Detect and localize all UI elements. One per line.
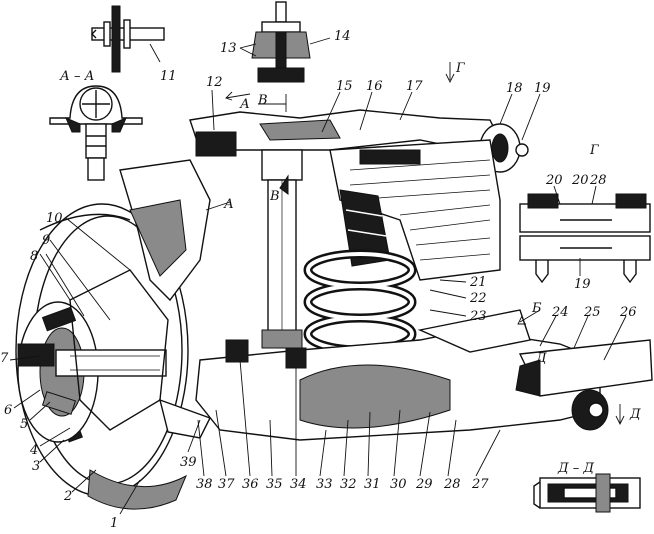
- inset-bolt-11: [91, 5, 165, 73]
- strut-rod: [515, 339, 653, 431]
- label-section-g: Г: [589, 143, 599, 158]
- inset-g-label-28: 28: [589, 173, 607, 188]
- label-section-aa: А – А: [59, 69, 94, 84]
- callout-15: 15: [336, 79, 353, 94]
- callout-14: 14: [334, 29, 351, 44]
- shock-absorber: [261, 149, 303, 349]
- callout-30: 30: [390, 477, 407, 492]
- label-arrow-a1: А: [239, 97, 250, 112]
- callout-4: 4: [29, 443, 38, 458]
- inset-section-g: [519, 185, 651, 284]
- callout-5: 5: [20, 417, 28, 432]
- crossmember: [329, 139, 501, 281]
- inset-section-aa: [49, 85, 143, 181]
- label-arrow-v1: В: [257, 93, 268, 108]
- callout-36: 36: [242, 477, 259, 492]
- callout-17: 17: [406, 79, 423, 94]
- inset-g-label-19: 19: [574, 277, 591, 292]
- callout-29: 29: [415, 477, 433, 492]
- callout-27: 27: [471, 477, 489, 492]
- callout-28: 28: [443, 477, 461, 492]
- callout-26: 26: [619, 305, 637, 320]
- callout-10: 10: [46, 211, 63, 226]
- lower-control-arm: [195, 309, 601, 441]
- bump-stop-boot: [339, 189, 391, 267]
- callout-23: 23: [469, 309, 487, 324]
- callout-19: 19: [534, 81, 551, 96]
- callout-39: 39: [180, 455, 197, 470]
- upper-control-arm: [189, 109, 529, 173]
- callout-9: 9: [42, 233, 50, 248]
- steering-knuckle: [119, 159, 211, 439]
- callout-33: 33: [316, 477, 333, 492]
- callout-16: 16: [366, 79, 383, 94]
- callout-11: 11: [160, 69, 177, 84]
- callout-3: 3: [32, 459, 40, 474]
- callout-12: 12: [206, 75, 223, 90]
- callout-21: 21: [469, 275, 487, 290]
- callout-37: 37: [218, 477, 235, 492]
- wheel-hub: [17, 269, 169, 443]
- callout-24: 24: [551, 305, 569, 320]
- callout-13: 13: [220, 41, 237, 56]
- label-section-dd: Д – Д: [557, 461, 594, 476]
- label-arrow-d2: Д: [629, 407, 641, 422]
- callout-32: 32: [340, 477, 357, 492]
- inset-g-labels: 20 28 19: [545, 173, 607, 292]
- inset-section-dd: [533, 473, 641, 513]
- section-labels: А – А Д – Д Г Г А А Б В В Д Д: [59, 61, 641, 476]
- callout-31: 31: [364, 477, 381, 492]
- inset-bushing-13-14: [239, 1, 331, 83]
- callout-8: 8: [30, 249, 38, 264]
- callout-1: 1: [110, 516, 118, 531]
- callout-22: 22: [469, 291, 487, 306]
- label-arrow-d1: Д: [535, 351, 547, 366]
- label-arrow-g: Г: [455, 61, 465, 76]
- callout-2: 2: [63, 489, 72, 504]
- callout-numbers: 1 2 3 4 5 6 7 8 9 10 11 12 13 14 15 16 1…: [0, 29, 637, 531]
- callout-7: 7: [0, 351, 9, 366]
- leader-lines: [9, 62, 627, 515]
- label-arrow-a2: А: [223, 197, 234, 212]
- label-arrow-b: Б: [531, 301, 542, 316]
- callout-34: 34: [290, 477, 307, 492]
- callout-35: 35: [266, 477, 283, 492]
- callout-25: 25: [583, 305, 601, 320]
- callout-38: 38: [196, 477, 213, 492]
- inset-g-label-20: 20: [545, 173, 563, 188]
- callout-18: 18: [506, 81, 523, 96]
- callout-6: 6: [4, 403, 12, 418]
- callout-20: 20: [571, 173, 589, 188]
- label-arrow-v2: В: [269, 189, 280, 204]
